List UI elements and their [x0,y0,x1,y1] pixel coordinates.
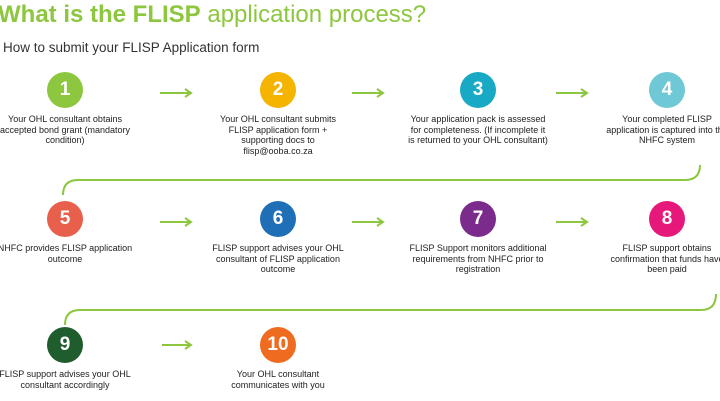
step-description: FLISP support advises your OHL consultan… [212,243,344,274]
step-7: 7 FLISP Support monitors additional requ… [408,201,548,275]
step-8: 8 FLISP support obtains confirmation tha… [606,201,720,275]
step-number-badge: 8 [649,201,685,237]
step-description: Your completed FLISP application is capt… [606,114,720,145]
step-number-badge: 2 [260,72,296,108]
step-number-badge: 6 [260,201,296,237]
step-description: Your OHL consultant obtains accepted bon… [0,114,131,145]
arrow-7-8 [556,217,589,227]
arrow-5-6 [160,217,193,227]
page-title: What is the FLISP application process? [0,0,426,30]
step-description: Your OHL consultant submits FLISP applic… [220,114,336,156]
step-description: FLISP Support monitors additional requir… [409,243,547,274]
step-5: 5 NHFC provides FLISP application outcom… [0,201,135,264]
step-number-badge: 9 [47,327,83,363]
page-subtitle: How to submit your FLISP Application for… [3,40,260,55]
step-number-badge: 3 [460,72,496,108]
step-2: 2 Your OHL consultant submits FLISP appl… [208,72,348,156]
step-number-badge: 10 [260,327,296,363]
step-number-badge: 5 [47,201,83,237]
step-number-badge: 7 [460,201,496,237]
step-description: FLISP support advises your OHL consultan… [0,369,131,390]
step-3: 3 Your application pack is assessed for … [408,72,548,146]
step-description: Your application pack is assessed for co… [408,114,548,145]
step-9: 9 FLISP support advises your OHL consult… [0,327,135,390]
arrow-2-3 [352,88,385,98]
connector-4-5 [62,164,701,196]
step-6: 6 FLISP support advises your OHL consult… [208,201,348,275]
step-description: FLISP support obtains confirmation that … [610,243,720,274]
connector-8-9 [64,293,717,326]
arrow-3-4 [556,88,589,98]
arrow-6-7 [352,217,385,227]
step-10: 10 Your OHL consultant communicates with… [208,327,348,390]
step-description: Your OHL consultant communicates with yo… [231,369,325,390]
arrow-9-10 [162,340,193,350]
step-1: 1 Your OHL consultant obtains accepted b… [0,72,135,146]
arrow-1-2 [160,88,193,98]
title-rest: application process? [200,1,427,28]
step-4: 4 Your completed FLISP application is ca… [606,72,720,146]
step-number-badge: 4 [649,72,685,108]
step-description: NHFC provides FLISP application outcome [0,243,133,264]
title-bold: What is the FLISP [0,1,201,28]
step-number-badge: 1 [47,72,83,108]
